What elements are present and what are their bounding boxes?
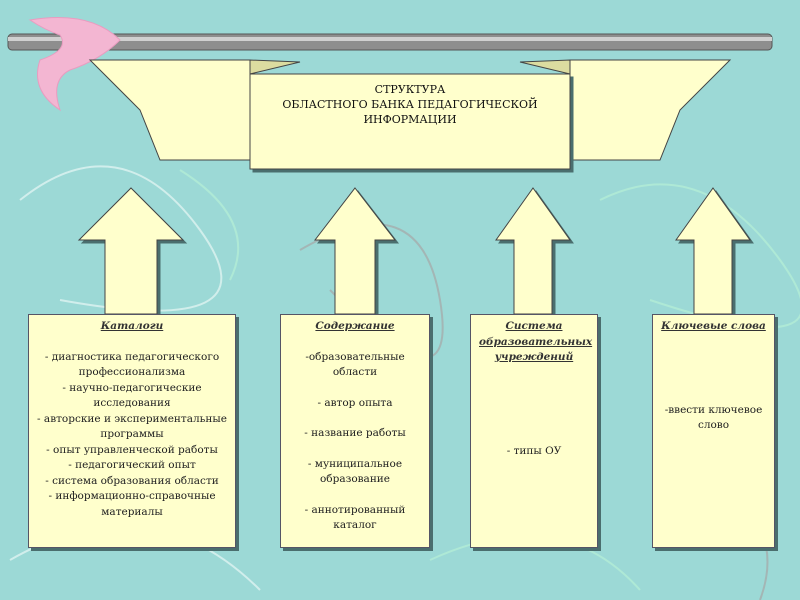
panel-heading: Система образовательных учреждений (479, 320, 593, 363)
panel-heading: Каталоги (100, 320, 164, 332)
title-line: ОБЛАСТНОГО БАНКА ПЕДАГОГИЧЕСКОЙ (282, 98, 538, 111)
list-item: - название работы (304, 427, 406, 439)
list-item: - типы ОУ (506, 444, 562, 457)
list-item: - информационно-справочные материалы (48, 490, 216, 518)
list-item: - авторские и экспериментальные программ… (37, 412, 227, 441)
keywords-panel: Ключевые слова -ввести ключевое слово (652, 314, 775, 548)
list-item: - муниципальное образование (307, 457, 403, 486)
boomerang-logo (28, 17, 121, 112)
arrow-up-1 (77, 187, 185, 315)
panel-heading: Содержание (315, 320, 395, 332)
title-line: ИНФОРМАЦИИ (363, 113, 457, 126)
list-item: - аннотированный каталог (304, 503, 406, 532)
list-item: - диагностика педагогического профессион… (44, 350, 220, 379)
list-item: - автор опыта (317, 396, 393, 409)
list-item: - опыт управленческой работы (46, 443, 218, 456)
page-title: СТРУКТУРА ОБЛАСТНОГО БАНКА ПЕДАГОГИЧЕСКО… (250, 74, 570, 169)
banner (88, 59, 732, 170)
catalogs-panel: Каталоги - диагностика педагогического п… (28, 314, 236, 548)
arrow-up-2 (313, 187, 397, 315)
list-item: - научно-педагогические исследования (62, 381, 202, 410)
title-line: СТРУКТУРА (374, 83, 446, 96)
rod (7, 33, 773, 51)
list-item: -ввести ключевое слово (664, 403, 763, 432)
list-item: -образовательные области (305, 350, 405, 379)
arrow-up-4 (675, 187, 751, 315)
arrow-up-3 (495, 187, 571, 315)
arrows (77, 187, 751, 315)
panel-heading: Ключевые слова (661, 320, 766, 332)
list-item: - педагогический опыт (68, 459, 196, 471)
list-item: - система образования области (45, 474, 219, 487)
institutions-panel: Система образовательных учреждений - тип… (470, 314, 598, 548)
content-panel: Содержание -образовательные области - ав… (280, 314, 430, 548)
